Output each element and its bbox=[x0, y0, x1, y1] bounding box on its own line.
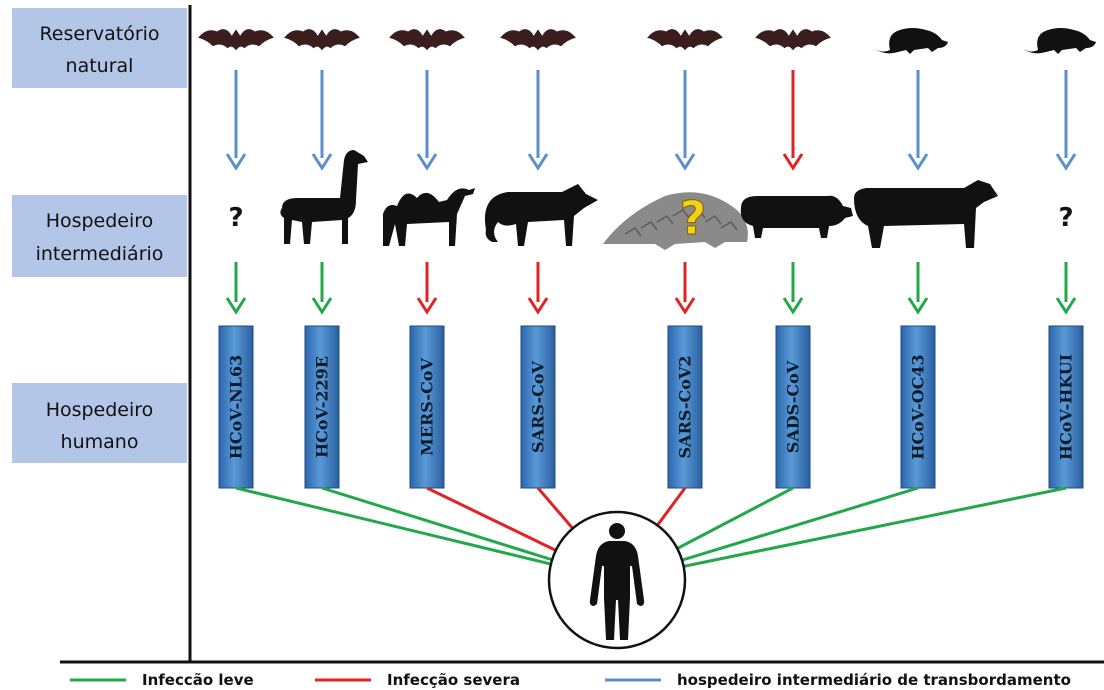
connector-sars-cov bbox=[538, 488, 573, 528]
row-label-human-line1: Hospedeiro bbox=[46, 399, 154, 421]
column-sars-cov2: ? SARS-CoV2 bbox=[603, 29, 748, 488]
legend-item-transbordamento: hospedeiro intermediário de transbordame… bbox=[605, 671, 1071, 689]
reservoir-arrow bbox=[529, 70, 547, 168]
reservoir-arrow bbox=[1057, 70, 1075, 168]
question-mark-icon: ? bbox=[1058, 203, 1073, 233]
reservoir-arrow bbox=[418, 70, 436, 168]
legend-item-leve: Infeccão leve bbox=[70, 671, 254, 689]
legend-label: Infeccão leve bbox=[142, 671, 254, 689]
virus-label: SARS-CoV bbox=[529, 360, 548, 452]
virus-label: HCoV-NL63 bbox=[227, 355, 246, 460]
row-label-human: Hospedeiro humano bbox=[12, 383, 187, 463]
intermediate-arrow bbox=[1057, 262, 1075, 312]
virus-box: HCoV-HKUI bbox=[1049, 326, 1083, 488]
connector-hcov-229e bbox=[322, 488, 552, 560]
row-label-intermediate-line2: intermediário bbox=[36, 243, 164, 265]
virus-box: SARS-CoV bbox=[521, 326, 555, 488]
virus-label: HCoV-229E bbox=[313, 356, 332, 458]
intermediate-arrow bbox=[784, 262, 802, 312]
intermediate-arrow bbox=[227, 262, 245, 312]
row-label-human-line2: humano bbox=[61, 431, 139, 453]
virus-label: SADS-CoV bbox=[784, 360, 803, 453]
intermediate-arrow bbox=[676, 262, 694, 312]
bat-icon bbox=[647, 29, 723, 50]
rat-icon bbox=[1022, 28, 1096, 54]
row-label-intermediate-line1: Hospedeiro bbox=[46, 210, 154, 232]
civet-icon bbox=[485, 184, 598, 246]
bat-icon bbox=[755, 29, 831, 50]
row-label-reservoir-line2: natural bbox=[66, 55, 134, 77]
pig-icon bbox=[741, 196, 853, 238]
connector-sars-cov2 bbox=[657, 488, 685, 525]
host-columns: ? HCoV-NL63 HCoV-229E MERS-CoV SARS-CoV? SARS… bbox=[198, 28, 1096, 488]
column-mers-cov: MERS-CoV bbox=[383, 29, 475, 488]
legend-item-severa: Infecção severa bbox=[315, 671, 520, 689]
question-mark-icon: ? bbox=[680, 191, 707, 245]
column-hcov-hkui: ? HCoV-HKUI bbox=[1022, 28, 1096, 488]
row-label-intermediate: Hospedeiro intermediário bbox=[12, 195, 187, 277]
column-hcov-nl63: ? HCoV-NL63 bbox=[198, 29, 274, 488]
legend-label: Infecção severa bbox=[387, 671, 520, 689]
intermediate-arrow bbox=[909, 262, 927, 312]
reservoir-arrow bbox=[227, 70, 245, 168]
bat-icon bbox=[389, 29, 465, 50]
bat-icon bbox=[284, 29, 360, 50]
virus-box: SARS-CoV2 bbox=[668, 326, 702, 488]
virus-label: MERS-CoV bbox=[418, 358, 437, 456]
question-mark-icon: ? bbox=[228, 203, 243, 233]
virus-box: HCoV-NL63 bbox=[219, 326, 253, 488]
camel-icon bbox=[383, 188, 475, 246]
legend-label: hospedeiro intermediário de transbordame… bbox=[677, 671, 1071, 689]
row-label-reservoir-line1: Reservatório bbox=[39, 23, 159, 45]
rat-icon bbox=[874, 28, 948, 54]
virus-box: HCoV-229E bbox=[305, 326, 339, 488]
pangolin-icon bbox=[603, 192, 748, 250]
reservoir-arrow bbox=[313, 70, 331, 168]
bat-icon bbox=[500, 29, 576, 50]
virus-label: HCoV-OC43 bbox=[909, 354, 928, 459]
intermediate-arrow bbox=[418, 262, 436, 312]
bat-icon bbox=[198, 29, 274, 50]
connector-sads-cov bbox=[677, 488, 793, 548]
legend: Infeccão leve Infecção severa hospedeiro i… bbox=[70, 671, 1071, 689]
column-sars-cov: SARS-CoV bbox=[485, 29, 598, 488]
row-label-reservoir: Reservatório natural bbox=[12, 8, 187, 88]
virus-box: HCoV-OC43 bbox=[901, 326, 935, 488]
virus-label: HCoV-HKUI bbox=[1057, 354, 1076, 460]
reservoir-arrow bbox=[909, 70, 927, 168]
reservoir-arrow bbox=[784, 70, 802, 168]
virus-box: MERS-CoV bbox=[410, 326, 444, 488]
cow-icon bbox=[854, 180, 998, 248]
virus-label: SARS-CoV2 bbox=[676, 356, 695, 459]
virus-box: SADS-CoV bbox=[776, 326, 810, 488]
column-hcov-oc43: HCoV-OC43 bbox=[854, 28, 998, 488]
intermediate-arrow bbox=[313, 262, 331, 312]
reservoir-arrow bbox=[676, 70, 694, 168]
intermediate-arrow bbox=[529, 262, 547, 312]
column-hcov-229e: HCoV-229E bbox=[280, 29, 368, 488]
human-icon bbox=[549, 512, 685, 648]
column-sads-cov: SADS-CoV bbox=[741, 29, 853, 488]
